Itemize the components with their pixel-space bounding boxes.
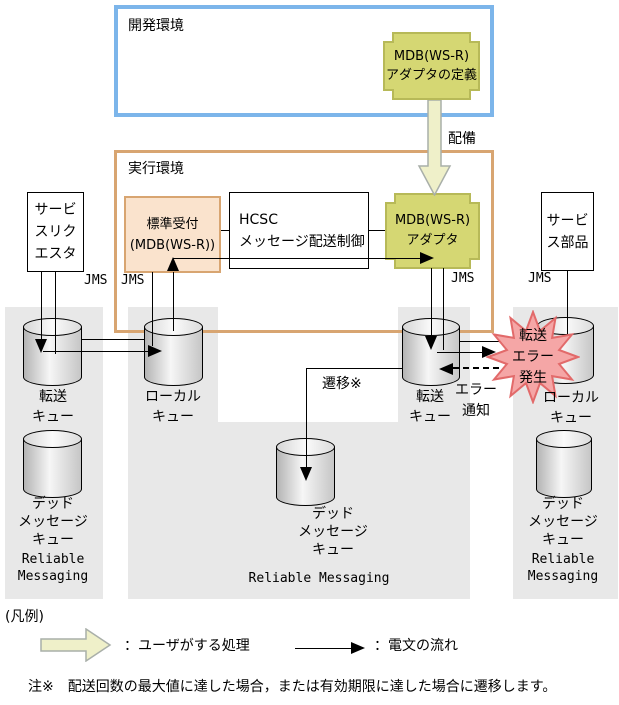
arrowhead-into-mdb-adapter xyxy=(420,252,434,264)
legend-message-flow-label: ：電文の流れ xyxy=(374,638,458,654)
flow-line-transfer-to-error xyxy=(437,352,482,353)
flow-line-transfer-to-local-lower xyxy=(43,351,149,352)
reliable-messaging-right-label: Reliable Messaging xyxy=(527,552,599,584)
execution-environment-title: 実行環境 xyxy=(128,161,184,177)
arrowhead-into-dead-message-queue xyxy=(300,467,312,481)
legend-user-process-label: ：ユーザがする処理 xyxy=(124,638,250,654)
development-environment-title: 開発環境 xyxy=(128,18,184,34)
service-requester-box: サービ スリク エスタ xyxy=(27,192,84,272)
transfer-error-burst-label: 転送 エラー 発生 xyxy=(512,328,554,386)
flow-line-reception-to-local-queue xyxy=(152,272,153,346)
transfer-queue-right-label: 転送 キュー xyxy=(409,389,451,425)
reliable-messaging-middle-label: Reliable Messaging xyxy=(248,571,390,586)
error-notice-label: エラー 通知 xyxy=(455,382,497,419)
development-environment-frame xyxy=(114,5,494,117)
service-requester-label: サービ スリク エスタ xyxy=(34,202,77,262)
panel-middle-notch xyxy=(218,307,398,422)
service-parts-label: サービ ス部品 xyxy=(546,212,589,251)
flow-line-service-parts-to-local xyxy=(567,271,568,334)
local-queue-middle-label: ローカル キュー xyxy=(145,389,201,425)
mdb-adapter-definition-box: MDB(WS-R) アダプタの定義 xyxy=(383,32,480,100)
hcsc-label: HCSC メッセージ配送制御 xyxy=(239,211,365,250)
dead-message-queue-right-cylinder xyxy=(536,430,592,498)
flow-line-transfer-to-local-upper xyxy=(82,339,144,340)
transfer-error-burst-icon xyxy=(486,310,580,404)
flow-line-reception-to-adapter xyxy=(173,258,420,259)
local-queue-right-label: ローカル キュー xyxy=(543,390,599,426)
deploy-arrow-icon xyxy=(415,100,453,196)
jms-label-left-inner: JMS xyxy=(121,273,145,288)
legend-flow-arrowhead xyxy=(351,642,365,654)
dead-message-queue-middle-label: デッド メッセージ キュー xyxy=(298,506,368,558)
dead-message-queue-left-cylinder xyxy=(23,430,82,498)
mdb-adapter-label: MDB(WS-R) アダプタ xyxy=(394,213,471,248)
dead-message-queue-right-label: デッド メッセージ キュー xyxy=(528,496,598,548)
arrowhead-into-local-queue-middle xyxy=(148,345,162,357)
jms-label-right-inner: JMS xyxy=(451,271,475,286)
flow-line-transfer-queue-to-adapter xyxy=(443,268,444,350)
flow-line-adapter-to-transfer-queue xyxy=(431,268,432,336)
mdb-adapter-definition-label: MDB(WS-R) アダプタの定義 xyxy=(385,49,477,83)
arrowhead-error-notice xyxy=(439,363,453,375)
flow-line-requester-return xyxy=(55,271,56,354)
transfer-queue-left-cylinder xyxy=(23,318,82,386)
standard-reception-label: 標準受付 (MDB(WS-R)) xyxy=(129,216,216,253)
transition-label: 遷移※ xyxy=(322,376,362,392)
jms-label-right-outer: JMS xyxy=(528,271,552,286)
error-notice-dashed-line xyxy=(453,367,509,369)
execution-environment-frame xyxy=(114,150,494,333)
footnote-text: 注※ 配送回数の最大値に達した場合，または有効期限に達した場合に遷移します。 xyxy=(28,679,557,695)
arrowhead-into-transfer-queue-left xyxy=(35,339,47,353)
transition-line-horizontal xyxy=(306,368,403,369)
reliable-messaging-left-label: Reliable Messaging xyxy=(17,552,89,584)
user-process-arrow-icon xyxy=(40,628,112,662)
connector-reception-hcsc xyxy=(221,230,229,231)
service-parts-box: サービ ス部品 xyxy=(541,192,594,271)
transfer-queue-left-label: 転送 キュー xyxy=(32,389,74,425)
legend-flow-line xyxy=(295,648,351,649)
deploy-label: 配備 xyxy=(448,131,476,147)
flow-line-requester-to-transfer-queue xyxy=(41,271,42,339)
transition-line-vertical xyxy=(306,368,307,467)
arrowhead-into-transfer-queue-right xyxy=(425,336,437,350)
connector-hcsc-adapter xyxy=(369,230,385,231)
mdb-adapter-definition-box-fill xyxy=(385,34,478,98)
hcsc-message-delivery-control-box: HCSC メッセージ配送制御 xyxy=(229,192,369,269)
dead-message-queue-left-label: デッド メッセージ キュー xyxy=(18,496,88,548)
legend-title: (凡例) xyxy=(5,609,44,625)
arrowhead-into-standard-reception xyxy=(167,257,179,271)
standard-reception-box: 標準受付 (MDB(WS-R)) xyxy=(124,196,221,273)
flow-line-local-queue-to-reception xyxy=(173,272,174,331)
jms-label-left-outer: JMS xyxy=(84,273,108,288)
